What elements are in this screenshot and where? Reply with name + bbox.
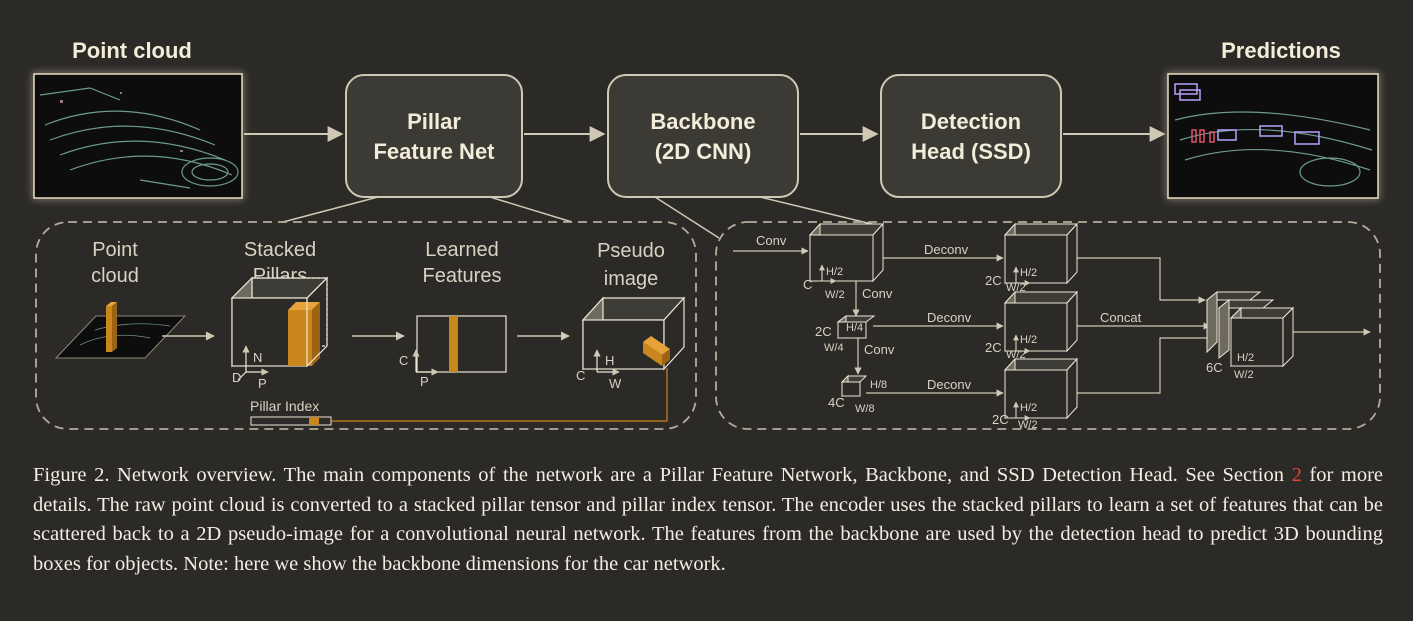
svg-text:Stacked: Stacked: [244, 239, 316, 261]
svg-text:Point: Point: [92, 239, 138, 261]
svg-text:W/4: W/4: [824, 342, 844, 354]
conv-block-1: [808, 222, 885, 283]
svg-text:H/2: H/2: [1237, 352, 1254, 364]
svg-text:2C: 2C: [985, 340, 1002, 355]
figure-caption: Figure 2. Network overview. The main com…: [33, 461, 1383, 579]
backbone-detail-panel: [715, 221, 1381, 430]
svg-text:6C: 6C: [1206, 360, 1223, 375]
svg-text:(2D CNN): (2D CNN): [655, 139, 752, 164]
svg-text:H/2: H/2: [1020, 402, 1037, 414]
caption-suffix: for more details. The raw point cloud is…: [33, 464, 1383, 575]
pseudo-image-tensor: [581, 296, 686, 376]
svg-text:4C: 4C: [828, 395, 845, 410]
svg-text:Head (SSD): Head (SSD): [911, 139, 1031, 164]
svg-text:W/2: W/2: [1234, 369, 1254, 381]
network-overview-figure: Point cloud Predictions Pillar Fe: [33, 38, 1381, 431]
svg-text:W/2: W/2: [1006, 282, 1026, 294]
backbone-labels: Conv Conv Conv Deconv Deconv Deconv Conc…: [756, 233, 1254, 431]
concat-label: Concat: [1100, 310, 1142, 325]
svg-text:2C: 2C: [985, 273, 1002, 288]
svg-text:2C: 2C: [815, 324, 832, 339]
stacked-pillars-tensor: [230, 276, 329, 381]
svg-text:C: C: [803, 277, 812, 292]
point-cloud-pillar-illustration: [54, 302, 187, 359]
pillar-index-label: Pillar Index: [250, 398, 319, 414]
pillar-headings: Point cloud Stacked Pillars Learned Feat…: [91, 239, 665, 290]
axis-p-label: P: [258, 376, 267, 391]
output-label: Predictions: [1221, 38, 1341, 63]
svg-text:Detection: Detection: [921, 109, 1021, 134]
svg-text:Learned: Learned: [425, 239, 498, 261]
svg-text:H/2: H/2: [1020, 267, 1037, 279]
svg-text:W/8: W/8: [855, 403, 875, 415]
backbone-axis-markers: [819, 264, 1031, 421]
axis-n-label: N: [253, 350, 262, 365]
svg-text:H/2: H/2: [1020, 334, 1037, 346]
deconv-label-2: Deconv: [927, 310, 972, 325]
svg-text:Pillar: Pillar: [407, 109, 461, 134]
backbone-lines: [733, 247, 1371, 397]
pillar-feature-net-box: Pillar Feature Net: [345, 74, 523, 198]
backbone-box: Backbone (2D CNN): [607, 74, 799, 198]
pillar-index-bar: [250, 368, 668, 426]
axis-d-label: D: [232, 370, 241, 385]
axis-c-label-2: C: [576, 368, 585, 383]
conv-label-3: Conv: [864, 342, 895, 357]
axis-h-label: H: [605, 353, 614, 368]
deconv-block-2: [1003, 290, 1079, 353]
svg-text:2C: 2C: [992, 412, 1009, 427]
conv-label-2: Conv: [862, 286, 893, 301]
zoom-lines: [282, 196, 881, 239]
concat-output-block: [1205, 290, 1295, 368]
svg-text:W/2: W/2: [825, 289, 845, 301]
svg-text:Pseudo: Pseudo: [597, 240, 665, 262]
svg-text:Backbone: Backbone: [650, 109, 755, 134]
svg-text:cloud: cloud: [91, 265, 139, 287]
axis-p-label-2: P: [420, 374, 429, 389]
svg-text:Feature Net: Feature Net: [373, 139, 495, 164]
deconv-block-1: [1003, 222, 1079, 285]
axis-c-label: C: [399, 353, 408, 368]
output-predictions-image: [1167, 73, 1379, 199]
input-point-cloud-image: [33, 73, 243, 199]
input-label: Point cloud: [72, 38, 192, 63]
svg-text:H/8: H/8: [870, 379, 887, 391]
conv-label-1: Conv: [756, 233, 787, 248]
svg-text:H/4: H/4: [846, 322, 863, 334]
deconv-label-1: Deconv: [924, 242, 969, 257]
axis-w-label: W: [609, 376, 622, 391]
conv-block-2: [836, 315, 876, 339]
detection-head-box: Detection Head (SSD): [880, 74, 1062, 198]
svg-text:image: image: [604, 268, 658, 290]
deconv-label-3: Deconv: [927, 377, 972, 392]
svg-text:H/2: H/2: [826, 266, 843, 278]
svg-text:W/2: W/2: [1006, 349, 1026, 361]
caption-prefix: Figure 2. Network overview. The main com…: [33, 464, 1292, 486]
svg-text:Features: Features: [423, 265, 502, 287]
section-reference-link[interactable]: 2: [1291, 464, 1302, 486]
conv-block-3: [840, 374, 868, 398]
svg-text:W/2: W/2: [1018, 419, 1038, 431]
learned-features-tensor: [412, 315, 507, 376]
